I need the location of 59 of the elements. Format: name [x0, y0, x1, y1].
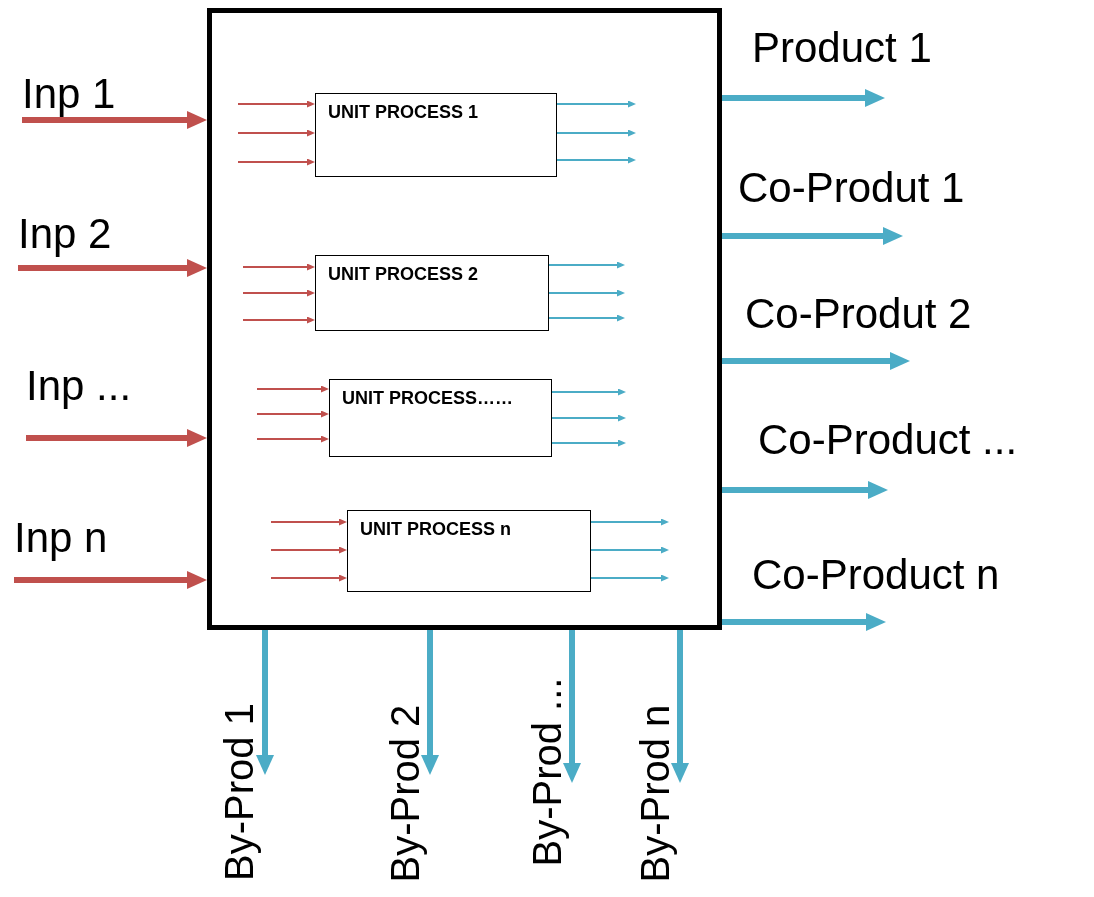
arrow — [551, 388, 626, 396]
arrow — [556, 156, 636, 164]
arrow — [551, 414, 626, 422]
flow-label: By-Prod 1 — [213, 687, 265, 897]
process-box — [315, 93, 557, 177]
arrow — [270, 574, 347, 582]
arrow — [722, 613, 886, 631]
flow-label: Inp n — [14, 512, 108, 580]
arrow — [590, 546, 669, 554]
arrow — [18, 259, 207, 277]
flow-label: By-Prod 2 — [378, 707, 430, 883]
system-boundary-box — [207, 8, 722, 630]
arrow — [256, 435, 329, 443]
process-box — [329, 379, 552, 457]
arrow — [722, 227, 903, 245]
flow-label: Product 1 — [752, 22, 932, 98]
arrow — [548, 289, 625, 297]
arrow — [22, 111, 207, 129]
arrow — [237, 158, 315, 166]
arrow — [722, 352, 910, 370]
arrow — [671, 630, 689, 783]
arrow — [548, 261, 625, 269]
arrow — [270, 546, 347, 554]
arrow — [421, 630, 439, 775]
arrow — [556, 100, 636, 108]
flow-label: Co-Produt 1 — [738, 162, 965, 236]
flow-label: Co-Product n — [752, 549, 1000, 622]
flow-label: Co-Produt 2 — [745, 288, 972, 361]
arrow — [563, 630, 581, 783]
arrow — [548, 314, 625, 322]
process-box — [315, 255, 549, 331]
arrow — [242, 263, 315, 271]
arrow — [242, 316, 315, 324]
arrow — [256, 630, 274, 775]
arrow — [590, 518, 669, 526]
arrow — [556, 129, 636, 137]
flow-label: Inp 1 — [22, 68, 116, 120]
arrow — [256, 410, 329, 418]
arrow — [722, 481, 888, 499]
arrow — [551, 439, 626, 447]
flow-label: By-Prod ... — [520, 649, 572, 895]
arrow — [14, 571, 207, 589]
arrow — [242, 289, 315, 297]
arrow — [26, 429, 207, 447]
arrow — [256, 385, 329, 393]
flow-label: Co-Product ... — [758, 414, 1018, 490]
process-title: UNIT PROCESS n — [360, 519, 512, 540]
arrow — [237, 129, 315, 137]
flow-label: By-Prod n — [628, 707, 680, 883]
process-box — [347, 510, 591, 592]
arrow — [237, 100, 315, 108]
process-title: UNIT PROCESS…… — [342, 388, 515, 409]
arrow — [270, 518, 347, 526]
flow-label: Inp ... — [26, 360, 132, 438]
flow-label: Inp 2 — [18, 208, 112, 268]
arrow — [722, 89, 885, 107]
process-title: UNIT PROCESS 1 — [328, 102, 480, 123]
arrow — [590, 574, 669, 582]
process-title: UNIT PROCESS 2 — [328, 264, 480, 285]
